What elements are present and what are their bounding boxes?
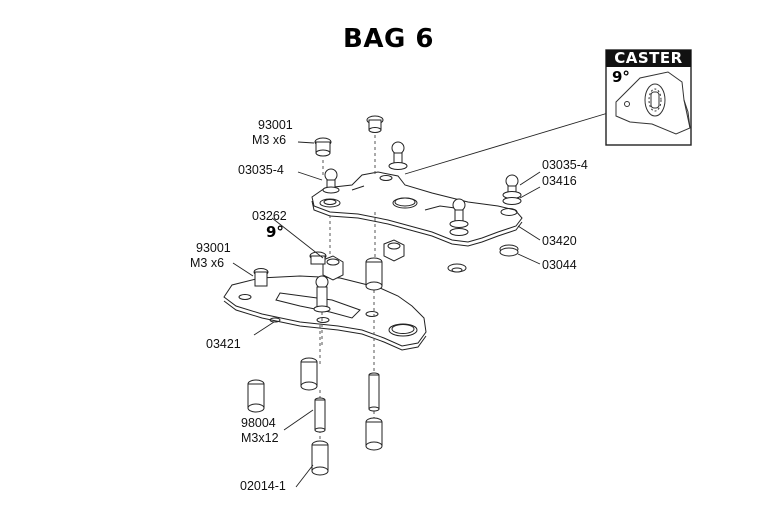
part-desc: M3 x6 (190, 256, 225, 270)
pin-right (368, 372, 380, 412)
hex-standoff-left (247, 379, 265, 413)
part-code: 93001 (258, 118, 293, 132)
hex-standoff-right-lower (365, 417, 383, 451)
part-code: 93001 (196, 241, 231, 255)
page-title: BAG 6 (343, 24, 434, 54)
caster-header: CASTER (606, 50, 691, 67)
washer (447, 263, 467, 273)
ball-stud-center (388, 141, 408, 170)
nut-03044 (499, 244, 519, 257)
part-desc: M3x12 (241, 431, 279, 445)
label-93001-top: 93001 M3 x6 (252, 118, 293, 148)
label-03044: 03044 (542, 258, 577, 272)
upper-caster-plate (311, 171, 523, 247)
label-03421: 03421 (206, 337, 241, 351)
hex-standoff-lower-left (300, 357, 318, 391)
label-03035-left: 03035-4 (238, 163, 284, 177)
caster-angle: 9° (612, 68, 630, 86)
label-03262: 03262 (252, 209, 287, 223)
hex-standoff-02014 (311, 440, 329, 476)
screw-93001-mid (253, 268, 269, 287)
label-03035-right: 03035-4 (542, 158, 588, 172)
pin-98004 (314, 397, 326, 433)
ball-stud-right (502, 174, 522, 205)
small-cap (309, 251, 327, 265)
ball-stud-lower (313, 275, 331, 313)
label-02014: 02014-1 (240, 479, 286, 493)
ball-stud-left (322, 168, 340, 194)
label-03262-angle: 9° (266, 223, 284, 241)
label-03416: 03416 (542, 174, 577, 188)
label-93001-mid: 93001 M3 x6 (190, 241, 231, 271)
hex-standoff-center (365, 257, 383, 291)
part-code: 98004 (241, 416, 276, 430)
screw-93001-top (314, 137, 332, 157)
label-98004: 98004 M3x12 (241, 416, 279, 446)
ball-stud-middle (449, 198, 469, 228)
part-desc: M3 x6 (252, 133, 287, 147)
caster-insert-right (383, 239, 405, 262)
leader-lines (232, 112, 609, 488)
caster-callout (605, 49, 692, 146)
screw-top-center (366, 115, 384, 133)
caster-insert-left (322, 255, 344, 281)
label-03420: 03420 (542, 234, 577, 248)
